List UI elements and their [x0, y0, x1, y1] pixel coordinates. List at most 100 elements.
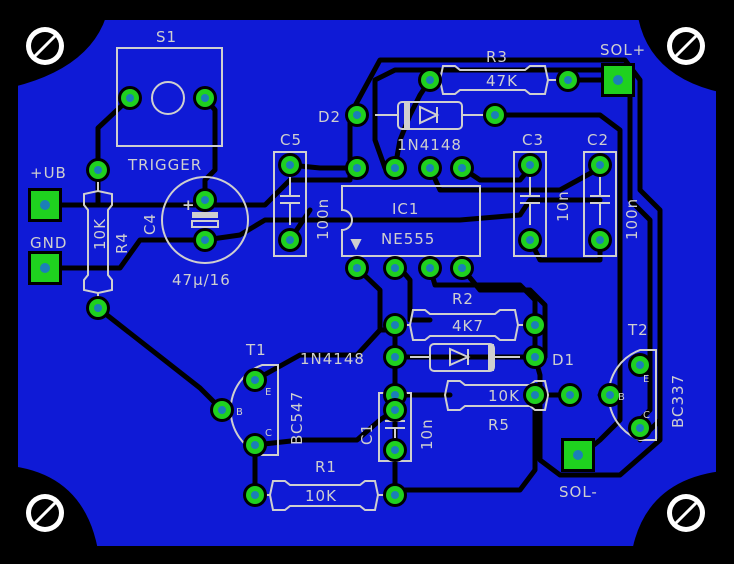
c1-ref: C1: [358, 423, 376, 445]
t1-value: BC547: [288, 391, 306, 445]
c3-value: 10n: [554, 190, 572, 222]
r4-value: 10K: [91, 218, 109, 250]
ic1-pin-3: [418, 256, 442, 280]
capacitor-c5-outline: [273, 151, 307, 257]
c2-pad-1: [588, 153, 612, 177]
ic1-pin-2: [383, 256, 407, 280]
r5-ref: R5: [488, 416, 510, 434]
r4-pad-1: [86, 158, 110, 182]
d1-ref: D1: [552, 351, 575, 369]
r3-pad-2: [556, 68, 580, 92]
c2-value: 100n: [623, 198, 641, 240]
r1-ref: R1: [315, 458, 337, 476]
mounting-hole-br: [667, 494, 705, 532]
t2-pad-c: [628, 416, 652, 440]
d1-value: 1N4148: [300, 350, 365, 368]
r4-ref: R4: [113, 232, 131, 254]
s1-ref: S1: [156, 28, 177, 46]
pads: [28, 63, 652, 507]
t2-ref: T2: [627, 321, 649, 339]
r1-pad-2: [383, 483, 407, 507]
ic1-pin-5: [450, 156, 474, 180]
d2-ref: D2: [318, 108, 341, 126]
t2-pad-e: [628, 353, 652, 377]
r1-pad-1: [243, 483, 267, 507]
t1-pad-e: [243, 368, 267, 392]
connector-sol-minus-pad: [561, 438, 595, 472]
c4-ref: C4: [141, 213, 159, 235]
c3-ref: C3: [522, 131, 544, 149]
c2-pad-2: [588, 228, 612, 252]
ic1-pin-8: [345, 156, 369, 180]
capacitor-c3-outline: [513, 151, 547, 257]
c3-pad-2: [518, 228, 542, 252]
r1-value: 10K: [305, 487, 337, 505]
d2-pad-k: [483, 103, 507, 127]
t1-pin-b: B: [236, 407, 243, 418]
sol-minus-label: SOL-: [559, 483, 598, 501]
t2-pad-b: [598, 383, 622, 407]
r3-ref: R3: [486, 48, 508, 66]
c4-polarity: +: [182, 196, 196, 214]
ic1-pin-4: [450, 256, 474, 280]
ic1-pin-6: [418, 156, 442, 180]
ic1-pin-7: [383, 156, 407, 180]
c1-value: 10n: [418, 418, 436, 450]
r2-value: 4K7: [452, 317, 484, 335]
d1-pad-a: [383, 345, 407, 369]
switch-s1-button: [151, 81, 185, 115]
connector-sol-plus-pad: [601, 63, 635, 97]
switch-s1-outline: [116, 47, 223, 147]
c5-ref: C5: [280, 131, 302, 149]
d2-pad-a: [345, 103, 369, 127]
t2-value: BC337: [669, 374, 687, 428]
c3-pad-1: [518, 153, 542, 177]
ic1-ref: IC1: [392, 200, 419, 218]
s1-pad-2: [193, 86, 217, 110]
resistor-r5-body: [443, 380, 550, 411]
c4-pad-minus: [193, 228, 217, 252]
mounting-hole-tr: [667, 27, 705, 65]
ic1-value: NE555: [381, 230, 435, 248]
gnd-label: GND: [30, 234, 67, 252]
silk-labels: S1 TRIGGER C5 100n C4 47µ/16 + D2 1N4148…: [30, 28, 687, 505]
connector-gnd-pad: [28, 251, 62, 285]
r5-link-pad: [558, 383, 582, 407]
t2-pin-b: B: [618, 392, 625, 403]
s1-pad-1: [118, 86, 142, 110]
r3-pad-1: [418, 68, 442, 92]
ic1-outline: [341, 185, 481, 257]
mounting-hole-bl: [26, 494, 64, 532]
mounting-hole-tl: [26, 27, 64, 65]
s1-value: TRIGGER: [127, 156, 202, 174]
c1-pad-1: [383, 398, 407, 422]
c1-pad-2: [383, 438, 407, 462]
t1-pad-b: [210, 398, 234, 422]
r5-value: 10K: [488, 387, 520, 405]
c5-pad-2: [278, 228, 302, 252]
t2-pin-c: C: [643, 410, 650, 421]
r2-pad-2: [523, 313, 547, 337]
sol-plus-label: SOL+: [600, 41, 646, 59]
c4-pad-plus: [193, 188, 217, 212]
r3-value: 47K: [486, 72, 518, 90]
c5-value: 100n: [314, 198, 332, 240]
r2-pad-1: [383, 313, 407, 337]
vplus-label: +UB: [30, 164, 67, 182]
t1-ref: T1: [245, 341, 267, 359]
c5-pad-1: [278, 153, 302, 177]
t1-pin-c: C: [265, 428, 272, 439]
r5-pad-2: [523, 383, 547, 407]
r2-ref: R2: [452, 290, 474, 308]
connector-vplus-pad: [28, 188, 62, 222]
t1-pin-e: E: [265, 387, 271, 398]
c4-value: 47µ/16: [172, 271, 231, 289]
t1-pad-c: [243, 433, 267, 457]
d1-pad-k: [523, 345, 547, 369]
ic1-pin-1: [345, 256, 369, 280]
t2-pin-e: E: [643, 374, 649, 385]
r4-pad-2: [86, 296, 110, 320]
capacitor-c4-outline: [161, 176, 249, 264]
